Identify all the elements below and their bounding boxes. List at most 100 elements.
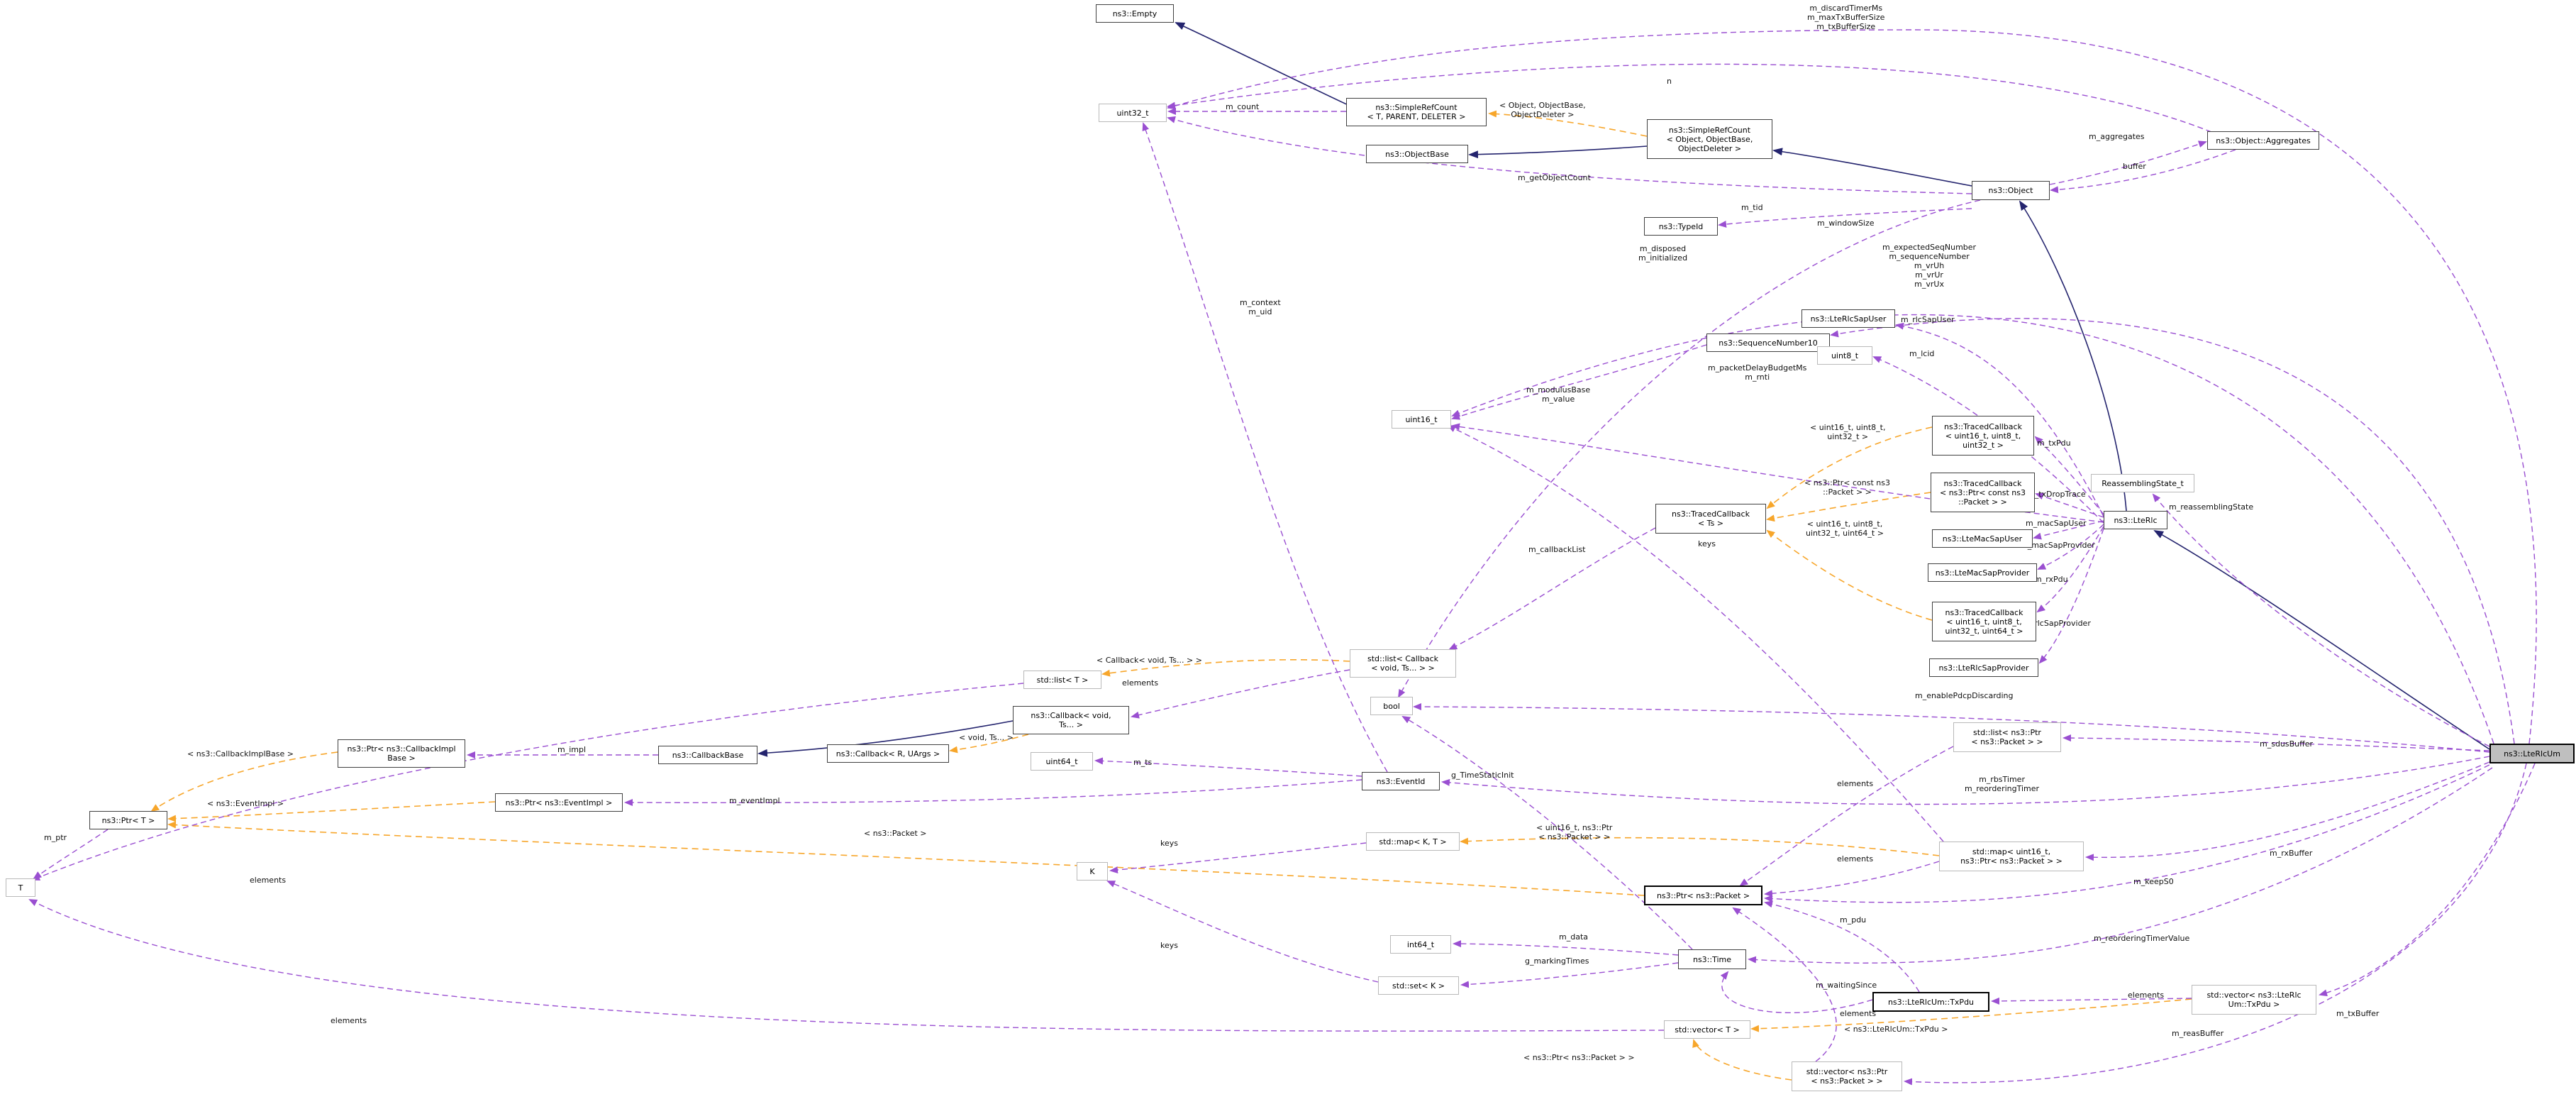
node-ptrcbimpl[interactable]: ns3::Ptr< ns3::CallbackImpl Base > — [338, 739, 465, 768]
edge-m37 — [1106, 881, 1379, 983]
node-rlcsapuser[interactable]: ns3::LteRlcSapUser — [1801, 309, 1895, 328]
node-mapu16[interactable]: std::map< uint16_t, ns3::Ptr< ns3::Packe… — [1939, 842, 2084, 871]
node-tcts[interactable]: ns3::TracedCallback < Ts > — [1655, 504, 1766, 534]
edge-m12 — [1451, 344, 1707, 420]
edge-t11 — [1692, 1039, 1792, 1081]
node-eventid[interactable]: ns3::EventId — [1362, 772, 1440, 790]
edge-m18 — [2035, 492, 2104, 518]
edge-m41 — [1748, 767, 2493, 964]
edge-t5 — [949, 734, 1029, 754]
edge-m30 — [1094, 757, 1362, 777]
edge-t12 — [1750, 998, 2192, 1032]
edge-i2 — [1468, 145, 1648, 159]
node-tc4[interactable]: ns3::TracedCallback < uint16_t, uint8_t,… — [1932, 602, 2036, 641]
edge-m5 — [1142, 122, 1388, 773]
edge-m29 — [624, 779, 1362, 807]
node-listptr[interactable]: std::list< ns3::Ptr < ns3::Packet > > — [1953, 722, 2061, 752]
node-object[interactable]: ns3::Object — [1972, 181, 2050, 200]
edge-m39 — [1764, 764, 2490, 903]
edge-m36 — [1109, 842, 1367, 874]
edge-m11 — [1451, 314, 2494, 744]
node-listcb[interactable]: std::list< Callback < void, Ts... > > — [1350, 649, 1456, 678]
node-srcobj[interactable]: ns3::SimpleRefCount < Object, ObjectBase… — [1647, 119, 1772, 159]
node-vecptr[interactable]: std::vector< ns3::Ptr < ns3::Packet > > — [1792, 1061, 1902, 1091]
node-ptrT[interactable]: ns3::Ptr< T > — [89, 811, 167, 829]
edge-t1 — [1488, 110, 1648, 137]
edge-m33 — [1453, 940, 1679, 956]
edge-m31 — [33, 829, 109, 880]
edge-t7 — [150, 751, 338, 812]
node-mapKT[interactable]: std::map< K, T > — [1366, 832, 1460, 851]
node-tc3[interactable]: ns3::TracedCallback < uint16_t, uint8_t,… — [1932, 416, 2034, 456]
node-vectxpdu[interactable]: std::vector< ns3::LteRlc Um::TxPdu > — [2192, 985, 2316, 1015]
edge-i5 — [2153, 530, 2490, 750]
node-T[interactable]: T — [6, 878, 35, 897]
edge-m2 — [1167, 63, 2212, 133]
edge-t10 — [1460, 837, 1940, 856]
edge-m24 — [1448, 527, 1656, 650]
node-K[interactable]: K — [1077, 862, 1108, 881]
node-int64[interactable]: int64_t — [1390, 935, 1451, 954]
node-objbase[interactable]: ns3::ObjectBase — [1366, 145, 1468, 163]
edge-m49 — [1732, 907, 1837, 1062]
edge-m27 — [31, 683, 1024, 881]
edge-m47 — [1764, 861, 1940, 898]
edge-i4 — [2019, 200, 2127, 512]
edge-m4 — [1167, 29, 2537, 744]
node-listT[interactable]: std::list< T > — [1023, 671, 1101, 689]
edge-m40 — [2063, 734, 2490, 751]
edge-t6 — [1101, 659, 1350, 677]
edge-m8 — [1718, 208, 1972, 228]
node-macsapuser[interactable]: ns3::LteMacSapUser — [1932, 529, 2033, 548]
node-typeid[interactable]: ns3::TypeId — [1644, 217, 1718, 236]
edge-m32 — [1441, 756, 2490, 805]
edge-m43 — [1904, 763, 2527, 1086]
edge-m10 — [1413, 703, 2490, 753]
node-uint32[interactable]: uint32_t — [1099, 104, 1167, 122]
node-cbruargs[interactable]: ns3::Callback< R, UArgs > — [827, 744, 949, 763]
edge-m22 — [2038, 528, 2104, 664]
edge-t9 — [167, 821, 1645, 896]
node-uint16[interactable]: uint16_t — [1392, 410, 1451, 429]
node-txpdu[interactable]: ns3::LteRlcUm::TxPdu — [1872, 992, 1989, 1012]
edge-i6 — [757, 720, 1014, 757]
node-setK[interactable]: std::set< K > — [1378, 976, 1459, 995]
node-cbbase[interactable]: ns3::CallbackBase — [658, 746, 757, 764]
node-lterlcum[interactable]: ns3::LteRlcUm — [2489, 744, 2575, 763]
node-reasmstate[interactable]: ReassemblingState_t — [2091, 474, 2194, 492]
node-ptrpacket[interactable]: ns3::Ptr< ns3::Packet > — [1644, 885, 1762, 905]
node-srctpd[interactable]: ns3::SimpleRefCount < T, PARENT, DELETER… — [1346, 98, 1487, 126]
node-ptreventimpl[interactable]: ns3::Ptr< ns3::EventImpl > — [495, 793, 623, 812]
edge-m48 — [1739, 746, 1954, 887]
edge-m46 — [1764, 900, 1920, 993]
edge-t4 — [1766, 529, 1933, 621]
node-lterlc[interactable]: ns3::LteRlc — [2104, 511, 2167, 529]
node-empty[interactable]: ns3::Empty — [1096, 4, 1174, 23]
edge-t2 — [1766, 426, 1933, 509]
edge-t3 — [1766, 492, 1931, 522]
node-cbvoid[interactable]: ns3::Callback< void, Ts... > — [1013, 706, 1129, 734]
edge-m45 — [1720, 971, 1873, 1014]
node-bool[interactable]: bool — [1370, 697, 1413, 715]
edge-m38 — [2085, 761, 2490, 861]
node-aggregates[interactable]: ns3::Object::Aggregates — [2207, 131, 2319, 150]
node-seqnum[interactable]: ns3::SequenceNumber10 — [1706, 333, 1830, 352]
node-time[interactable]: ns3::Time — [1678, 949, 1746, 969]
edge-i1 — [1175, 22, 1352, 107]
node-rlcsapprov[interactable]: ns3::LteRlcSapProvider — [1929, 658, 2038, 677]
edge-t8 — [167, 801, 496, 822]
edge-m6 — [2049, 140, 2207, 185]
edge-m17 — [2034, 436, 2104, 515]
edge-m25 — [1447, 425, 1944, 842]
node-uint8[interactable]: uint8_t — [1817, 346, 1872, 365]
edge-m14 — [1830, 318, 2515, 744]
edge-m20 — [2037, 524, 2104, 570]
node-vecT[interactable]: std::vector< T > — [1664, 1020, 1750, 1039]
node-macsapprov[interactable]: ns3::LteMacSapProvider — [1928, 563, 2037, 582]
edge-i3 — [1772, 148, 1972, 187]
node-tcptr[interactable]: ns3::TracedCallback < ns3::Ptr< const ns… — [1931, 473, 2035, 512]
node-uint64[interactable]: uint64_t — [1031, 752, 1093, 771]
edge-m19 — [2033, 520, 2104, 540]
